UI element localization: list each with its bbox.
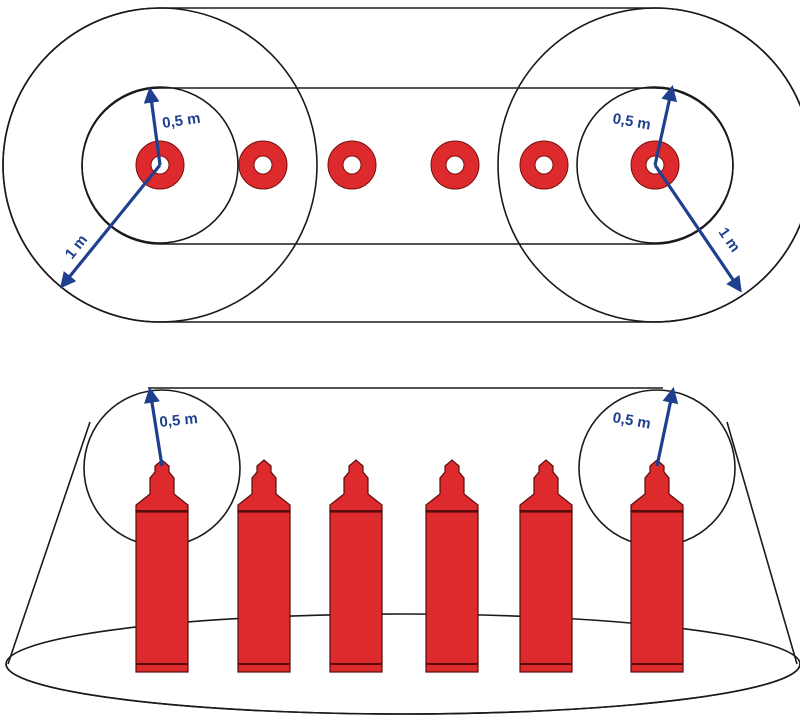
cylinder-body: [135, 509, 189, 673]
cylinder-valve: [135, 459, 189, 513]
top-right-inner-circle: [576, 86, 734, 244]
cylinder-ring: [238, 140, 288, 190]
side-left-radius-label: 0,5 m: [159, 410, 199, 431]
top-left-large-radius-arrow: [59, 163, 162, 289]
gas-cylinder: [329, 459, 383, 673]
gas-cylinder: [519, 459, 573, 673]
cylinder-ring: [519, 140, 569, 190]
top-right-large-radius-arrow: [653, 164, 742, 293]
top-right-large-radius-label: 1 m: [715, 225, 744, 256]
side-right-slope: [726, 421, 798, 665]
top-left-inner-circle: [81, 86, 239, 244]
top-view: 0,5 m 0,5 m 1 m 1 m: [2, 7, 800, 323]
cylinder-body: [630, 509, 684, 673]
cylinder-valve: [237, 459, 291, 513]
cylinder-valve: [519, 459, 573, 513]
cylinder-valve: [425, 459, 479, 513]
top-left-small-radius-label: 0,5 m: [161, 110, 201, 132]
cylinder-valve: [630, 459, 684, 513]
top-left-small-radius-arrow: [143, 86, 162, 166]
side-left-radius-arrow: [144, 386, 164, 467]
cylinder-body: [519, 509, 573, 673]
cylinder-ring: [430, 140, 480, 190]
side-view: 0,5 m 0,5 m: [5, 386, 800, 715]
side-left-slope: [7, 421, 91, 665]
gas-cylinder: [135, 459, 189, 673]
top-left-outer-circle: [2, 7, 318, 323]
cylinder-valve: [329, 459, 383, 513]
side-base-front-edge: [5, 663, 800, 715]
side-right-radius-arrow: [655, 386, 679, 467]
cylinder-ring-hole: [342, 155, 362, 175]
cylinders: [135, 459, 684, 673]
top-outer-zone-outline: [2, 7, 800, 323]
cylinder-ring: [327, 140, 377, 190]
cylinder-rings: [135, 140, 680, 190]
cylinder-ring-hole: [253, 155, 273, 175]
gas-cylinder: [630, 459, 684, 673]
gas-cylinder: [237, 459, 291, 673]
top-right-outer-circle: [497, 7, 800, 323]
top-right-small-radius-label: 0,5 m: [611, 110, 652, 133]
cylinder-ring-hole: [445, 155, 465, 175]
cylinder-ring-hole: [534, 155, 554, 175]
side-right-radius-label: 0,5 m: [611, 409, 652, 432]
cylinder-body: [237, 509, 291, 673]
top-right-small-radius-arrow: [653, 84, 678, 166]
cylinder-body: [425, 509, 479, 673]
gas-cylinder: [425, 459, 479, 673]
cylinder-body: [329, 509, 383, 673]
